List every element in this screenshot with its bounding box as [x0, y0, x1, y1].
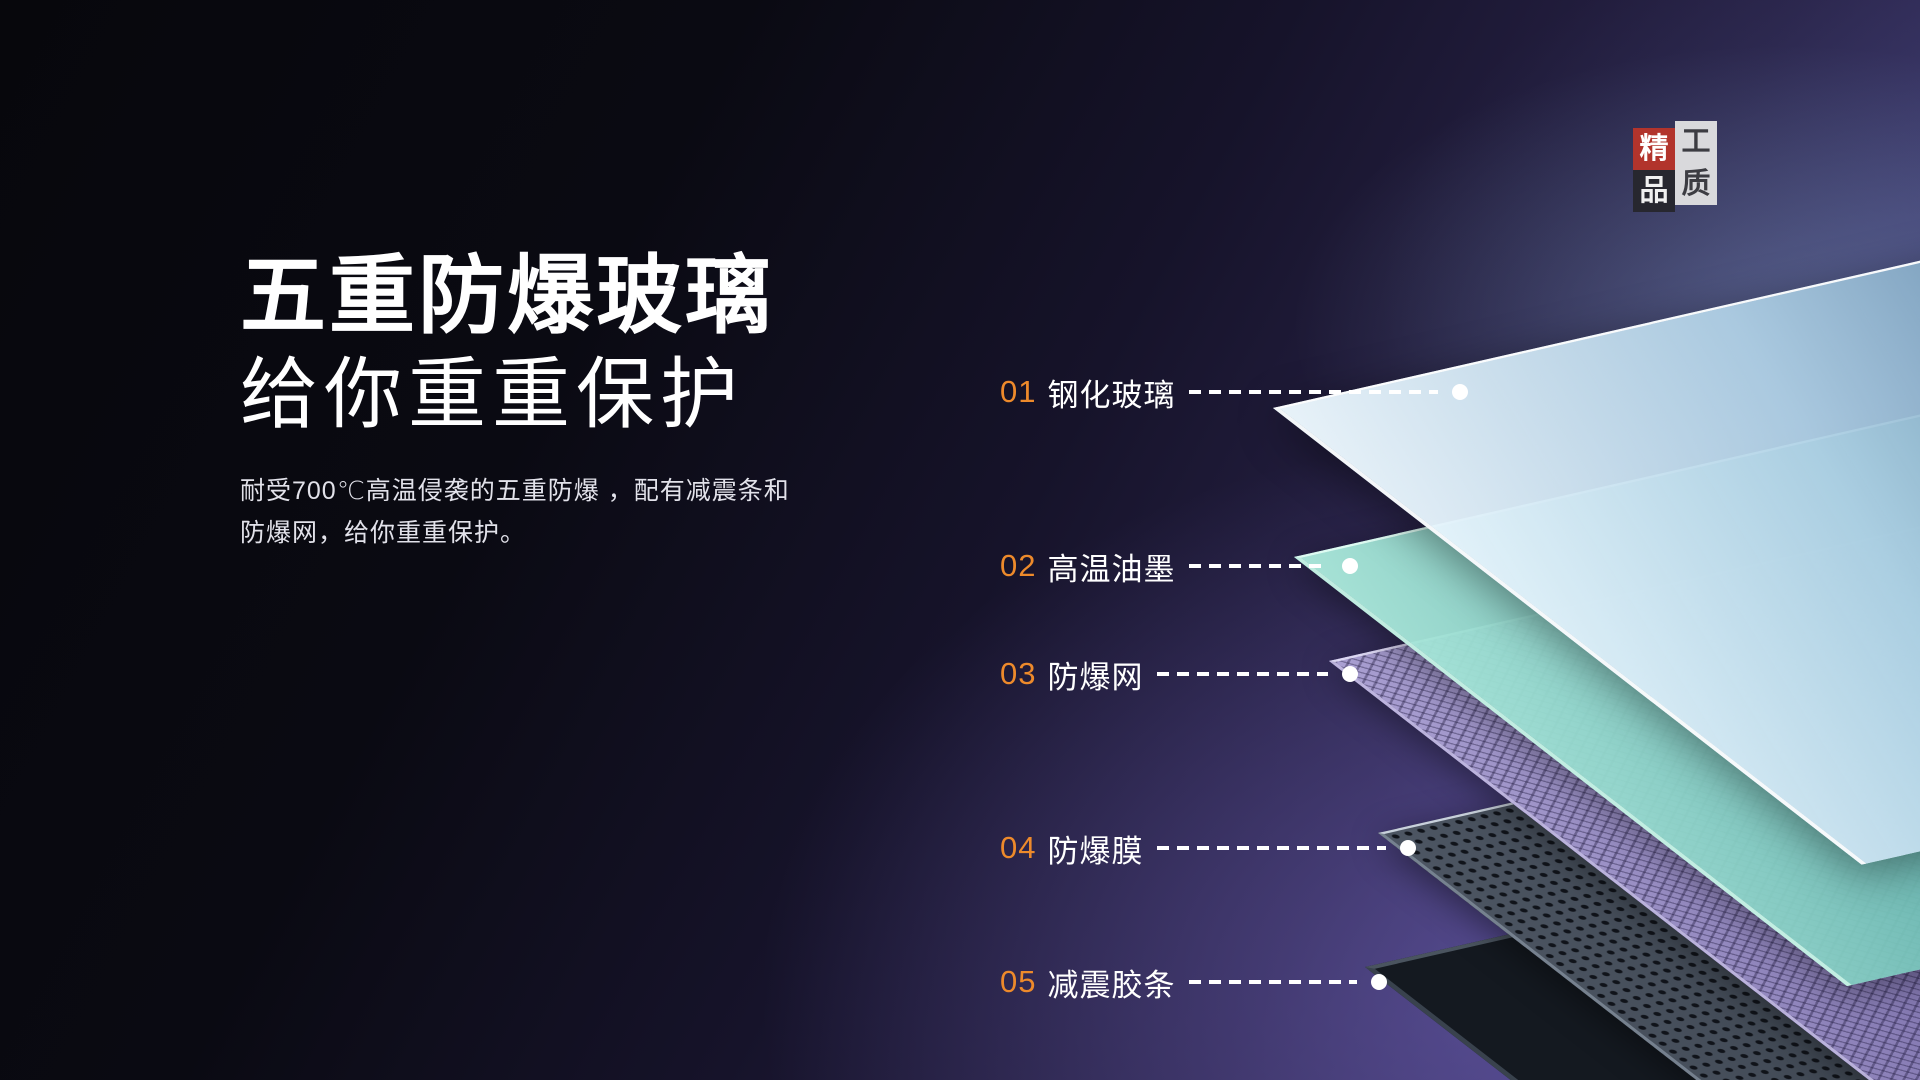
callout-dashed-line — [1189, 390, 1438, 394]
description-line-2: 防爆网，给你重重保护。 — [240, 519, 527, 548]
callout-dot — [1371, 974, 1387, 990]
callout-dot — [1400, 840, 1416, 856]
callout-dashed-line — [1157, 846, 1386, 850]
badge-tile-zhi: 质 — [1675, 163, 1717, 205]
callout-explosionproof-mesh: 03 防爆网 — [1000, 653, 1358, 695]
callout-number: 05 — [1000, 964, 1037, 999]
callout-number: 02 — [1000, 548, 1037, 583]
callout-number: 04 — [1000, 830, 1037, 865]
callout-dashed-line — [1189, 564, 1328, 568]
callout-tempered-glass: 01 钢化玻璃 — [1000, 371, 1468, 413]
callout-dashed-line — [1157, 672, 1328, 676]
callout-explosionproof-film: 04 防爆膜 — [1000, 827, 1416, 869]
description: 耐受700℃高温侵袭的五重防爆 ，配有减震条和 防爆网，给你重重保护。 — [240, 470, 790, 554]
callout-label: 防爆网 — [1047, 659, 1144, 695]
callout-high-temp-ink: 02 高温油墨 — [1000, 545, 1358, 587]
badge-tile-pin: 品 — [1633, 170, 1675, 212]
callout-shock-rubber-strip: 05 减震胶条 — [1000, 961, 1387, 1003]
callout-label: 钢化玻璃 — [1047, 377, 1176, 413]
callout-dashed-line — [1189, 980, 1357, 984]
badge-tile-jing: 精 — [1633, 128, 1675, 170]
page-subtitle: 给你重重保护 — [240, 349, 745, 438]
quality-seal-badge: 精 工 品 质 — [1633, 121, 1717, 212]
badge-tile-gong: 工 — [1675, 121, 1717, 163]
page-title: 五重防爆玻璃 — [240, 248, 774, 344]
callout-label: 高温油墨 — [1047, 551, 1176, 587]
callout-dot — [1452, 384, 1468, 400]
callout-dot — [1342, 558, 1358, 574]
callout-label: 防爆膜 — [1047, 833, 1144, 869]
callout-number: 01 — [1000, 374, 1037, 409]
callout-dot — [1342, 666, 1358, 682]
callout-number: 03 — [1000, 656, 1037, 691]
callout-label: 减震胶条 — [1047, 967, 1176, 1003]
hero-text-block: 五重防爆玻璃 给你重重保护 耐受700℃高温侵袭的五重防爆 ，配有减震条和 防爆… — [240, 250, 790, 554]
description-line-1: 耐受700℃高温侵袭的五重防爆 ，配有减震条和 — [240, 477, 790, 506]
